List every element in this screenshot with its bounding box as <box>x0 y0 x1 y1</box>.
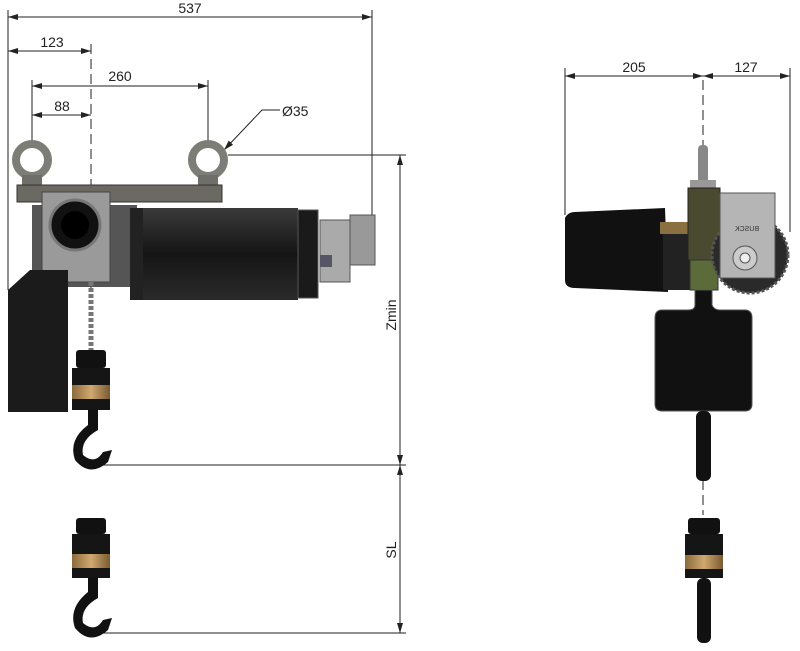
dim-205: 205 <box>622 59 646 75</box>
eye-bolt-right <box>188 140 228 185</box>
dim-260: 260 <box>108 68 132 84</box>
hook-icon <box>73 410 112 470</box>
dim-eye-diameter: Ø35 <box>282 103 309 119</box>
motor <box>143 208 221 300</box>
dimension-lines-front <box>7 10 406 634</box>
chain-side <box>696 411 711 481</box>
dim-sl: SL <box>383 541 399 558</box>
logo: BUSCK <box>735 226 759 233</box>
dimension-lines-side <box>564 68 791 515</box>
connector <box>319 219 351 283</box>
dim-zmin: Zmin <box>383 299 399 330</box>
dim-88: 88 <box>54 98 70 114</box>
hook-side <box>697 578 711 643</box>
dim-537: 537 <box>178 0 202 16</box>
hoist-front-view <box>8 140 376 638</box>
hook-block-lower <box>72 518 112 638</box>
hook-block-upper <box>72 350 112 470</box>
suspension-pin <box>698 145 708 183</box>
dim-127: 127 <box>734 59 758 75</box>
control-box-side <box>565 208 668 292</box>
hook-icon <box>73 578 112 638</box>
dim-123: 123 <box>40 34 64 50</box>
control-box <box>8 270 68 412</box>
pendant-housing <box>654 289 753 412</box>
eye-bolt-left <box>12 140 52 185</box>
hoist-side-view: BUSCK <box>565 145 790 643</box>
